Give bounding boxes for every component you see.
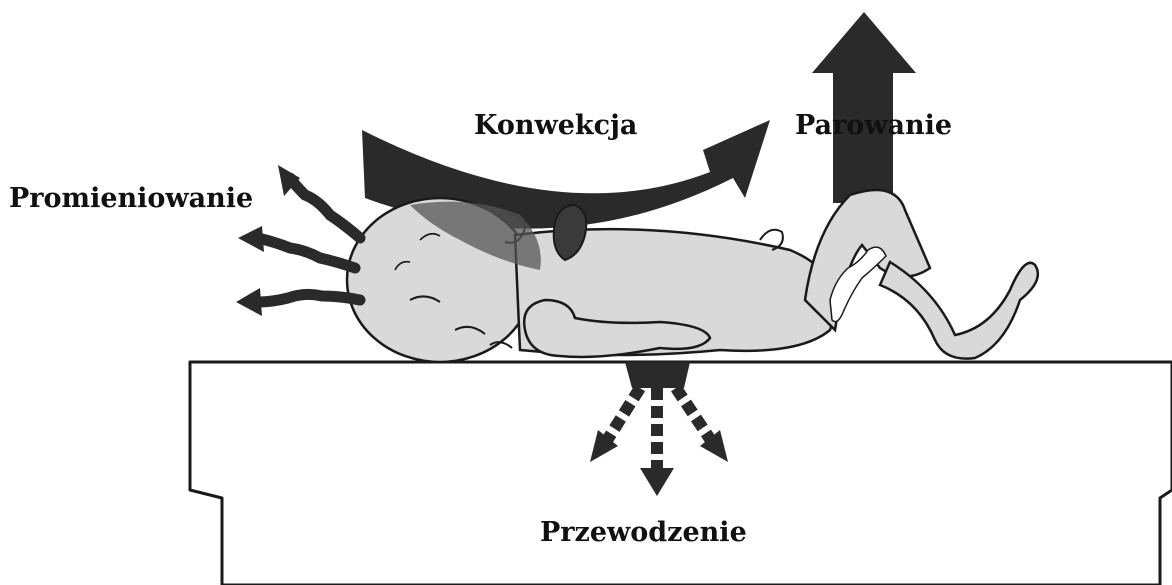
evaporation-label: Parowanie [795, 112, 952, 139]
convection-label: Konwekcja [474, 112, 637, 139]
evaporation-arrow-icon [812, 12, 916, 203]
conduction-label: Przewodzenie [540, 519, 747, 546]
radiation-label: Promieniowanie [9, 185, 253, 212]
baby-illustration [347, 190, 1038, 362]
radiation-arrows-icon [258, 178, 360, 302]
